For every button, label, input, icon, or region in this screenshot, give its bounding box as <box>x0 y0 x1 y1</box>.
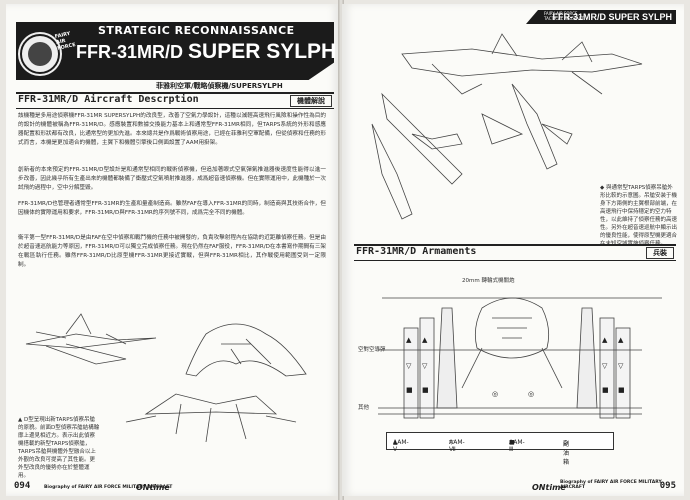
body-paragraph: 創新者的本來預定的FFR-31MR/D型設計是和通常型相同的戰術偵察機，但追加著… <box>18 167 326 191</box>
section-title: FFR-31MR/D Aircraft Descrption <box>18 94 199 105</box>
legend-label: AAM-Ⅲ <box>509 439 525 453</box>
emblem-text: FAIRY AIR FORCE <box>54 30 77 52</box>
section-title: FFR-31MR/D Armaments <box>356 246 477 257</box>
gun-label: 20mm 轉輪式機關炮 <box>462 278 515 284</box>
legend-label: 副油箱 <box>563 441 570 466</box>
svg-text:◎: ◎ <box>528 390 534 398</box>
book-gutter <box>338 0 344 500</box>
svg-text:▽: ▽ <box>618 362 624 370</box>
svg-text:▲: ▲ <box>406 336 412 344</box>
publisher-logo: ONtime <box>136 483 170 492</box>
right-page: FAIRY AIR FORCE TACTICAL AIRCRAFT FFR-31… <box>342 4 684 496</box>
kicker-title: STRATEGIC RECONNAISSANCE <box>98 24 295 37</box>
section-header: FFR-31MR/D Armaments 兵裝 <box>354 244 676 261</box>
page-subtitle: 菲雅利空軍/戰略偵察機/SUPERSYLPH <box>156 82 283 90</box>
faf-emblem-icon <box>20 34 60 74</box>
svg-text:▽: ▽ <box>602 362 608 370</box>
body-paragraph: 衛平第一型FFR-31MR/D是由FAF在空中偵察和戰鬥機的任務中被開發的，負責… <box>18 235 326 268</box>
aircraft-sketch-top <box>371 33 643 220</box>
figure-caption: ▲ D型呈現出新TARPS偵察吊艙的原貌。前面D型偵察吊艙結構輪廓上邊見相近方。… <box>18 417 100 479</box>
section-tag: 機體解說 <box>290 95 332 107</box>
legend-label: AAM-Ⅶ <box>449 439 465 453</box>
publisher-logo: ONtime <box>532 483 566 492</box>
aircraft-sketch-front <box>25 313 307 443</box>
armament-diagram: ▲ ▲ ▲ ▲ ▽ ▽ ▽ ▽ ■ ■ ■ ■ ◎ ◎ <box>378 297 662 419</box>
svg-text:▲: ▲ <box>422 336 428 344</box>
title-banner <box>16 22 334 80</box>
legend-symbol: ▲ <box>393 439 398 446</box>
svg-text:■: ■ <box>602 386 609 394</box>
pylon-label: 空對空導彈 <box>358 347 386 353</box>
page-footer: Biography of FAIRY AIR FORCE MILITARY AI… <box>560 480 662 490</box>
svg-text:◎: ◎ <box>492 390 498 398</box>
svg-text:■: ■ <box>618 386 625 394</box>
svg-text:▲: ▲ <box>602 336 608 344</box>
svg-text:▽: ▽ <box>406 362 412 370</box>
legend-symbol: ▽ <box>449 439 454 446</box>
running-header-title: FFR-31MR/D SUPER SYLPH <box>552 12 672 22</box>
other-label: 其他 <box>358 405 370 411</box>
page-footer: Biography of FAIRY AIR FORCE MILITARY AI… <box>44 485 173 490</box>
svg-text:■: ■ <box>422 386 429 394</box>
svg-text:▲: ▲ <box>618 336 624 344</box>
running-header: FAIRY AIR FORCE TACTICAL AIRCRAFT FFR-31… <box>526 10 676 24</box>
legend-label: AAM-V <box>393 439 409 453</box>
svg-text:▽: ▽ <box>422 362 428 370</box>
section-header: FFR-31MR/D Aircraft Descrption 機體解說 <box>16 92 334 109</box>
model-code: FFR-31MR/D <box>76 42 183 62</box>
legend-symbol: ■ <box>509 439 515 446</box>
page-number: 094 <box>14 481 31 491</box>
section-tag: 兵裝 <box>646 247 674 259</box>
model-name: SUPER SYLPH <box>188 40 337 63</box>
legend-symbol: ◎ <box>563 439 569 446</box>
armament-legend: ▲ AAM-V ▽ AAM-Ⅶ ■ AAM-Ⅲ ◎ 副油箱 <box>386 432 614 466</box>
page-title: FFR-31MR/D SUPER SYLPH <box>76 40 336 64</box>
running-header-small: FAIRY AIR FORCE TACTICAL AIRCRAFT <box>544 11 584 21</box>
figure-caption: ◆ 與通常型TARPS偵察吊艙外形比較的示意圖。吊艙安装于機身下方兩側的主翼根部… <box>600 185 678 247</box>
left-page: FAIRY AIR FORCE STRATEGIC RECONNAISSANCE… <box>6 4 340 496</box>
body-paragraph: FFR-31MR/D也管理者通常型FFR-31MR的生產和量產制造商。雖然FAF… <box>18 201 326 216</box>
page-number: 095 <box>659 481 676 491</box>
body-paragraph: 該機種是多用途偵察機FFR-31MR SUPERSYLPH的改良型，改善了空氣力… <box>18 113 326 146</box>
svg-text:■: ■ <box>406 386 413 394</box>
